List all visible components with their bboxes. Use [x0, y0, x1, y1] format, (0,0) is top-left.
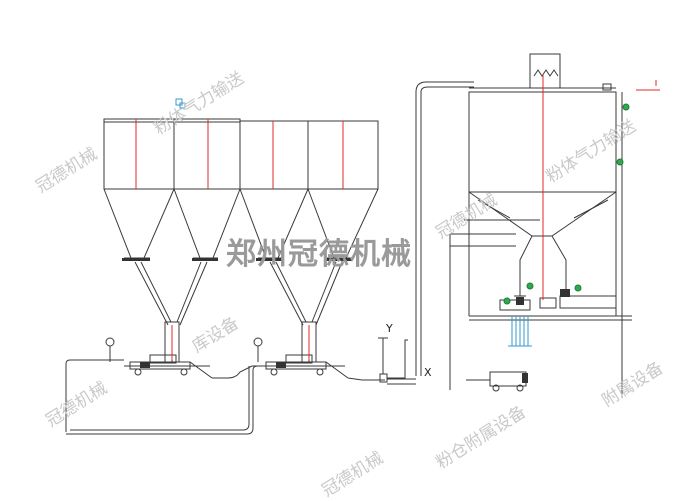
air-supply-loop	[65, 337, 263, 435]
left-silo-cone-1	[103, 188, 175, 259]
valve-markers	[503, 103, 630, 305]
left-silo-body-2	[173, 118, 241, 190]
centerlines	[135, 74, 660, 360]
receiving-silo-cone	[468, 191, 617, 237]
dust-collector	[529, 53, 561, 89]
middle-silo-body-1	[239, 120, 309, 190]
left-feeder-unit	[124, 354, 213, 379]
watermark-company: 郑州冠德机械	[226, 237, 412, 272]
screw-conveyor	[559, 295, 617, 309]
valve-icon[interactable]	[503, 297, 511, 305]
blue-details	[175, 98, 532, 347]
valve-icon[interactable]	[622, 103, 630, 111]
valve-icon[interactable]	[616, 158, 624, 166]
x-cross-mark: X	[424, 366, 432, 379]
receiving-silo	[449, 53, 632, 398]
y-axis-label: Y	[386, 322, 393, 335]
valve-icon[interactable]	[526, 282, 534, 290]
left-silo-body-1	[103, 118, 175, 190]
fittings	[122, 258, 570, 383]
valve-icon[interactable]	[574, 284, 582, 292]
conveying-pipeline	[212, 81, 474, 385]
middle-feeder-unit	[258, 354, 349, 379]
bulk-tanker	[489, 371, 527, 387]
pipe-junction	[379, 373, 388, 383]
drive-motor	[539, 297, 557, 309]
